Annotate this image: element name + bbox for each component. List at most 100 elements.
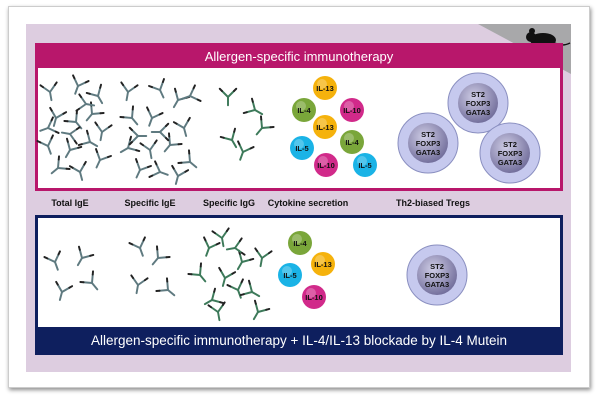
total-ige-antibody-icon [76, 245, 95, 267]
svg-text:IL-13: IL-13 [314, 260, 332, 269]
specific-ige-antibody-icon [155, 277, 176, 297]
treg-marker: ST2 [471, 90, 485, 99]
specific-ige-antibody-icon [171, 164, 190, 185]
specific-igg-antibody-icon [239, 279, 261, 298]
specific-igg-antibody-icon [187, 262, 207, 283]
treg-marker: FOXP3 [498, 149, 523, 158]
cytokine-il-5: IL-5 [290, 136, 314, 160]
specific-ige-antibody-icon [135, 158, 152, 179]
total-ige-antibody-icon [85, 101, 105, 122]
label-specific-ige: Specific IgE [124, 198, 176, 208]
cytokine-il-10: IL-10 [340, 98, 364, 122]
specific-igg-antibody-icon [207, 301, 226, 322]
cytokine-il-5: IL-5 [278, 263, 302, 287]
treg-marker: FOXP3 [416, 139, 441, 148]
specific-igg-antibody-icon [226, 278, 244, 299]
treg-marker: ST2 [430, 262, 444, 271]
specific-ige-antibody-icon [146, 106, 164, 127]
specific-igg-antibody-icon [252, 299, 271, 321]
specific-igg-antibody-icon [255, 115, 275, 136]
top-panel-title: Allergen-specific immunotherapy [35, 43, 563, 68]
cytokine-il-10: IL-10 [314, 153, 338, 177]
cytokine-il-10: IL-10 [302, 285, 326, 309]
cytokine-il-13: IL-13 [313, 76, 337, 100]
total-ige-antibody-icon [94, 121, 113, 142]
treg-marker: FOXP3 [466, 99, 491, 108]
specific-ige-antibody-icon [119, 105, 139, 126]
specific-igg-antibody-icon [218, 87, 238, 107]
total-ige-antibody-icon [60, 126, 81, 145]
total-ige-antibody-icon [55, 280, 74, 301]
specific-igg-antibody-icon [218, 266, 237, 287]
specific-ige-antibody-icon [130, 274, 149, 295]
treg-marker: ST2 [503, 140, 517, 149]
label-specific-igg: Specific IgG [202, 198, 256, 208]
specific-ige-antibody-icon [148, 160, 169, 178]
total-ige-antibody-icon [85, 83, 104, 105]
specific-ige-antibody-icon [163, 132, 183, 153]
specific-igg-antibody-icon [211, 227, 230, 248]
specific-ige-antibody-icon [139, 139, 158, 160]
specific-ige-antibody-icon [148, 78, 165, 99]
label-total-ige: Total IgE [51, 198, 89, 208]
total-ige-antibody-icon [39, 81, 58, 102]
specific-ige-antibody-icon [150, 122, 170, 142]
bottom-panel-title: Allergen-specific immunotherapy + IL-4/I… [35, 327, 563, 355]
total-ige-antibody-icon [72, 74, 90, 95]
cytokine-il-4: IL-4 [292, 98, 316, 122]
svg-text:IL-13: IL-13 [316, 84, 334, 93]
total-ige-antibody-icon [95, 148, 112, 169]
specific-igg-antibody-icon [237, 140, 255, 161]
cytokine-il-5: IL-5 [353, 153, 377, 177]
specific-igg-antibody-icon [236, 249, 255, 271]
svg-text:IL-4: IL-4 [293, 239, 307, 248]
total-ige-antibody-icon [50, 155, 71, 175]
specific-ige-antibody-icon [181, 84, 202, 102]
specific-ige-antibody-icon [172, 116, 191, 137]
svg-text:IL-5: IL-5 [295, 144, 308, 153]
specific-igg-antibody-icon [254, 247, 273, 268]
treg-marker: GATA3 [498, 158, 522, 167]
label-cytokine-secretion: Cytokine secretion [267, 198, 349, 208]
cytokine-il-13: IL-13 [313, 115, 337, 139]
specific-ige-antibody-icon [172, 87, 191, 109]
total-ige-antibody-icon [75, 93, 96, 112]
total-ige-antibody-icon [68, 160, 87, 181]
total-ige-antibody-icon [79, 270, 99, 291]
treg-marker: FOXP3 [425, 271, 450, 280]
total-ige-antibody-icon [43, 250, 61, 271]
specific-ige-antibody-icon [151, 245, 171, 266]
cytokine-il-4: IL-4 [288, 231, 312, 255]
treg-marker: GATA3 [416, 148, 440, 157]
total-ige-antibody-icon [36, 134, 54, 155]
specific-igg-antibody-icon [203, 287, 225, 306]
svg-text:IL-13: IL-13 [316, 123, 334, 132]
svg-text:IL-10: IL-10 [305, 293, 323, 302]
svg-text:IL-10: IL-10 [317, 161, 335, 170]
total-ige-antibody-icon [77, 129, 99, 148]
cytokine-il-4: IL-4 [340, 130, 364, 154]
svg-text:IL-5: IL-5 [283, 271, 296, 280]
specific-igg-antibody-icon [225, 237, 246, 256]
treg-marker: GATA3 [466, 108, 490, 117]
treg-marker: GATA3 [425, 280, 449, 289]
total-ige-antibody-icon [39, 116, 60, 134]
specific-ige-antibody-icon [120, 81, 139, 102]
svg-text:IL-4: IL-4 [297, 106, 311, 115]
svg-text:IL-5: IL-5 [358, 161, 371, 170]
specific-ige-antibody-icon [128, 126, 148, 146]
svg-text:IL-4: IL-4 [345, 138, 359, 147]
treg-marker: ST2 [421, 130, 435, 139]
specific-ige-antibody-icon [177, 149, 198, 169]
cytokine-il-13: IL-13 [311, 252, 335, 276]
specific-igg-antibody-icon [242, 97, 264, 116]
total-ige-antibody-icon [49, 106, 68, 127]
specific-igg-antibody-icon [203, 236, 221, 257]
svg-text:IL-10: IL-10 [343, 106, 361, 115]
total-ige-antibody-icon [64, 137, 83, 159]
